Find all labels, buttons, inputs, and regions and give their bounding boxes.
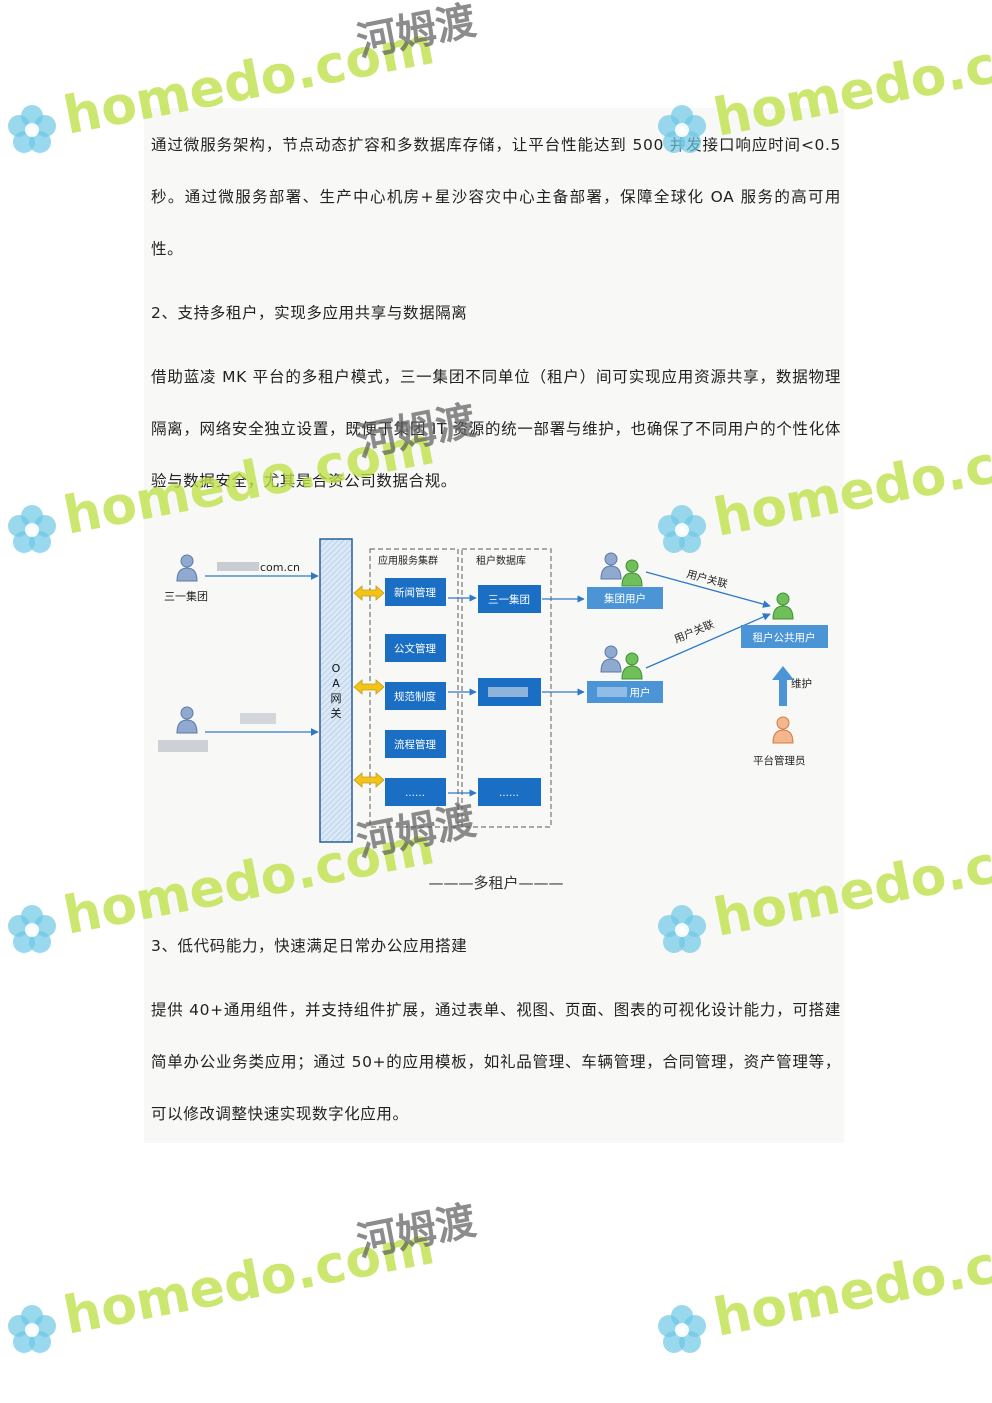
svg-text:新闻管理: 新闻管理 xyxy=(394,586,436,599)
gateway-char-3: 网 xyxy=(331,692,342,705)
relation-arrow-2 xyxy=(645,613,771,669)
watermark-left-4: homedo.com 河姆渡 xyxy=(8,1200,480,1353)
user-icon-sany xyxy=(176,554,198,582)
svg-text:河姆渡: 河姆渡 xyxy=(353,1200,480,1266)
domain-label: com.cn xyxy=(260,561,300,574)
db-title: 租户数据库 xyxy=(476,554,526,567)
user-label-sany: 三一集团 xyxy=(164,589,208,603)
watermark-right-4: homedo.com xyxy=(658,1230,992,1353)
flower-logo-icon xyxy=(8,105,56,153)
blurred-user-label xyxy=(158,740,208,752)
blurred-domain xyxy=(217,562,259,571)
relation-arrow-1 xyxy=(645,571,771,608)
app-box-regulation: 规范制度 xyxy=(385,682,446,710)
maintain-arrow xyxy=(772,666,794,706)
user-icon-other xyxy=(176,706,198,734)
relation-label-2: 用户关联 xyxy=(672,617,716,646)
multi-tenant-diagram: 三一集团 com.cn O A 网 关 应用服务集群 租户数据库 新闻管理 公文… xyxy=(158,538,828,843)
blurred-domain-2 xyxy=(240,713,276,724)
flower-logo-icon xyxy=(658,1305,706,1353)
content-background xyxy=(144,108,844,1143)
figure-caption: ———多租户——— xyxy=(428,874,564,892)
paragraph-performance: 通过微服务架构，节点动态扩容和多数据库存储，让平台性能达到 500 并发接口响应… xyxy=(151,136,841,258)
paragraph-low-code: 提供 40+通用组件，并支持组件扩展，通过表单、视图、页面、图表的可视化设计能力… xyxy=(151,1001,841,1123)
svg-text:流程管理: 流程管理 xyxy=(394,738,436,751)
gateway-char-1: O xyxy=(332,662,341,675)
admin-icon xyxy=(772,716,794,744)
svg-text:……: …… xyxy=(499,788,519,799)
app-box-document: 公文管理 xyxy=(385,634,446,662)
heading-multi-tenant: 2、支持多租户，实现多应用共享与数据隔离 xyxy=(151,304,468,322)
app-box-more: …… xyxy=(385,778,446,806)
svg-text:homedo.com: homedo.com xyxy=(709,1230,992,1349)
svg-text:规范制度: 规范制度 xyxy=(394,690,436,703)
svg-text:homedo.com: homedo.com xyxy=(59,1216,439,1347)
tenant-users-icon-1 xyxy=(600,552,643,587)
db-box-more: …… xyxy=(478,778,541,806)
svg-text:三一集团: 三一集团 xyxy=(488,593,530,606)
svg-text:用户: 用户 xyxy=(630,686,651,699)
oa-gateway xyxy=(319,538,353,843)
gateway-char-2: A xyxy=(332,677,340,690)
tenant-box-other: 用户 xyxy=(587,681,663,703)
maintain-label: 维护 xyxy=(791,677,812,690)
flower-logo-icon xyxy=(8,505,56,553)
relation-label-1: 用户关联 xyxy=(685,567,729,591)
paragraph-multi-tenant: 借助蓝凌 MK 平台的多租户模式，三一集团不同单位（租户）间可实现应用资源共享，… xyxy=(151,368,841,490)
db-box-sany: 三一集团 xyxy=(478,585,541,613)
tenant-db-frame xyxy=(461,548,552,828)
svg-text:租户公共用户: 租户公共用户 xyxy=(753,631,816,644)
db-box-other xyxy=(478,678,541,706)
heading-low-code: 3、低代码能力，快速满足日常办公应用搭建 xyxy=(151,937,468,955)
app-box-news: 新闻管理 xyxy=(385,578,446,606)
flower-logo-icon xyxy=(8,905,56,953)
public-users-box: 租户公共用户 xyxy=(741,625,828,648)
gateway-char-4: 关 xyxy=(331,706,342,720)
admin-label: 平台管理员 xyxy=(753,754,806,767)
svg-text:河姆渡: 河姆渡 xyxy=(353,0,480,66)
public-user-icon xyxy=(772,592,794,620)
double-arrows xyxy=(353,585,385,788)
svg-text:公文管理: 公文管理 xyxy=(394,642,436,655)
tenant-box-group: 集团用户 xyxy=(587,587,663,609)
flower-logo-icon xyxy=(8,1305,56,1353)
svg-text:集团用户: 集团用户 xyxy=(604,592,646,605)
app-box-workflow: 流程管理 xyxy=(385,730,446,758)
tenant-users-icon-2 xyxy=(600,645,643,680)
svg-text:……: …… xyxy=(405,788,425,799)
cluster-title: 应用服务集群 xyxy=(378,554,438,567)
